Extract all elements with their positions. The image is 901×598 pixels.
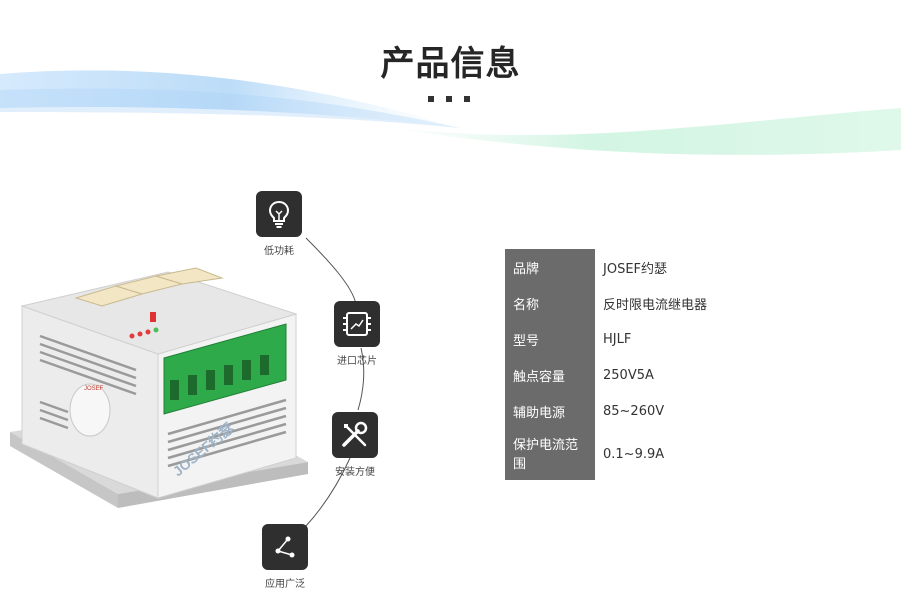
feature-label: 安装方便 [335,467,375,478]
spec-row: 品牌 JOSEF约瑟 [505,249,753,285]
spec-key: 触点容量 [505,357,595,393]
feature-label: 进口芯片 [337,356,377,367]
spec-row: 名称 反时限电流继电器 [505,285,753,321]
spec-key: 品牌 [505,249,595,285]
spec-key: 保护电流范围 [505,429,595,480]
share-icon [275,536,295,558]
spec-row: 辅助电源 85~260V [505,393,753,429]
feature-label: 应用广泛 [265,579,305,590]
feature-label: 低功耗 [264,246,294,257]
spec-row: 型号 HJLF [505,321,753,357]
feature-easy-install: 安装方便 [310,412,400,478]
spec-row: 触点容量 250V5A [505,357,753,393]
spec-value: HJLF [595,321,753,357]
spec-row: 保护电流范围 0.1~9.9A [505,429,753,480]
spec-key: 辅助电源 [505,393,595,429]
spec-value: 反时限电流继电器 [595,285,753,321]
chip-icon [343,312,371,336]
spec-key: 名称 [505,285,595,321]
spec-value: JOSEF约瑟 [595,249,753,285]
spec-value: 0.1~9.9A [595,429,753,480]
feature-wide-application: 应用广泛 [240,524,330,590]
spec-key: 型号 [505,321,595,357]
spec-value: 250V5A [595,357,753,393]
spec-value: 85~260V [595,393,753,429]
title-dots-decoration [428,96,470,102]
page-title: 产品信息 [380,44,521,84]
lightbulb-icon [268,200,290,228]
relay-product-image: JOSEF约瑟 JOSEF [10,267,308,508]
product-label-brand: JOSEF [84,386,104,392]
feature-imported-chip: 进口芯片 [312,301,402,367]
tools-icon [342,421,368,447]
header-wave-decoration [0,70,901,155]
product-spec-table: 品牌 JOSEF约瑟 名称 反时限电流继电器 型号 HJLF 触点容量 250V… [505,249,753,480]
feature-low-power: 低功耗 [234,191,324,257]
